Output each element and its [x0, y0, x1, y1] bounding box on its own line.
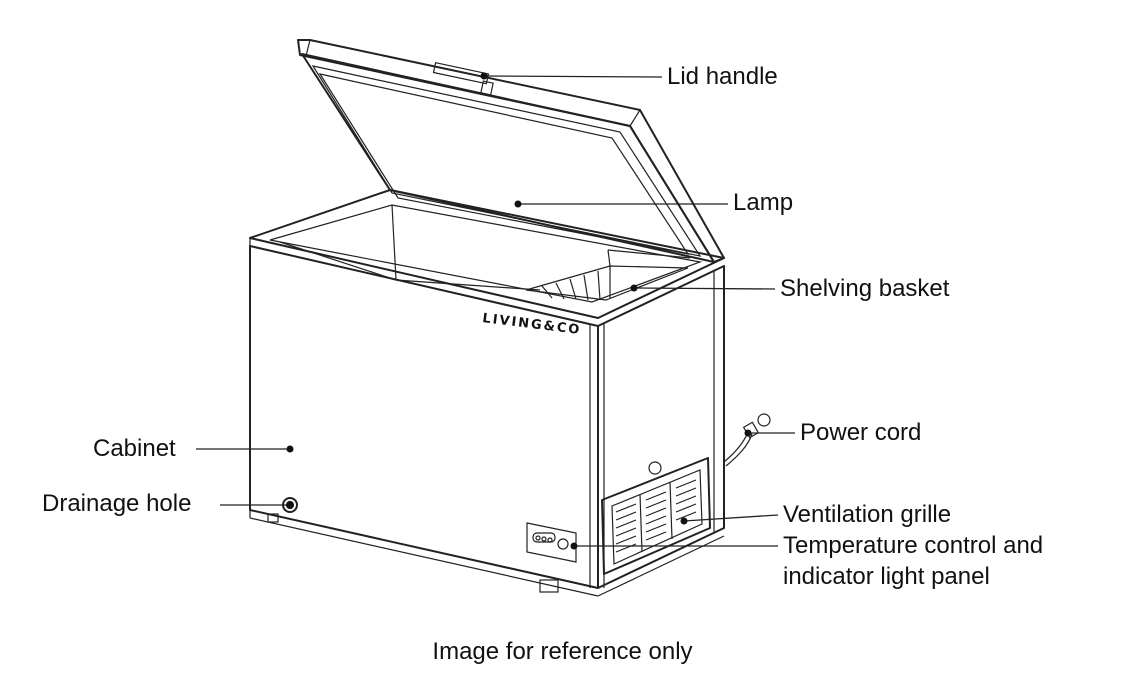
- leader-lid-handle: [483, 75, 663, 78]
- label-cabinet: Cabinet: [93, 435, 176, 462]
- shelving-basket: [525, 249, 691, 301]
- label-drainage-hole: Drainage hole: [42, 490, 192, 517]
- label-shelving-basket: Shelving basket: [780, 275, 950, 302]
- leader-dots: [286, 72, 752, 550]
- leader-shelving-basket: [633, 287, 776, 290]
- chest-freezer: LIVING&CO: [249, 39, 771, 597]
- label-temperature-panel-line2: indicator light panel: [783, 563, 990, 590]
- label-power-cord: Power cord: [800, 419, 922, 446]
- ventilation-grille: [601, 457, 711, 575]
- lid: [297, 39, 725, 263]
- caption: Image for reference only: [432, 638, 693, 665]
- leader-ventilation-grille: [683, 514, 779, 522]
- label-lid-handle: Lid handle: [667, 63, 778, 90]
- lid-handle: [432, 61, 494, 96]
- label-temperature-panel-line1: Temperature control and: [783, 532, 1044, 559]
- temperature-control-panel: [526, 522, 577, 563]
- label-lamp: Lamp: [733, 189, 794, 216]
- label-ventilation-grille: Ventilation grille: [783, 501, 952, 528]
- cabinet-body: [249, 245, 725, 597]
- cabinet-top-rim: [249, 189, 725, 327]
- leader-lines: [196, 75, 795, 547]
- brand-logo: LIVING&CO: [482, 311, 583, 338]
- power-cord: [723, 413, 771, 467]
